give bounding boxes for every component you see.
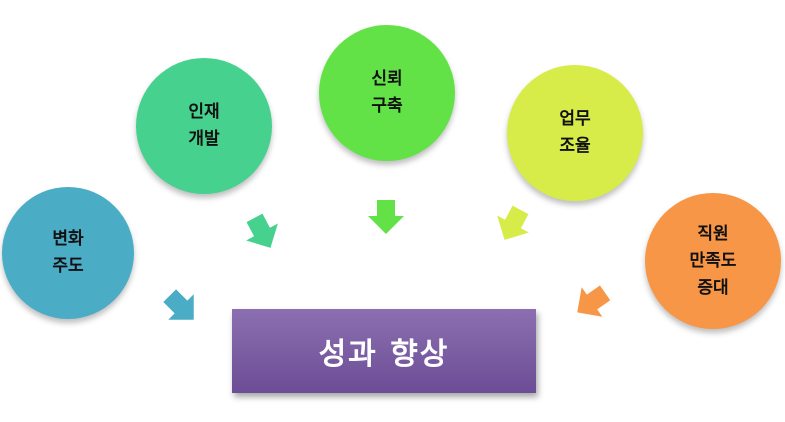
driver-circle-talent-development: 인재 개발 — [136, 58, 272, 194]
driver-label-line: 만족도 — [689, 250, 737, 271]
arrow-icon-2 — [238, 209, 287, 257]
driver-circle-employee-satisfaction: 직원 만족도 증대 — [645, 193, 781, 329]
driver-label-line: 조율 — [559, 136, 591, 156]
driver-label-line: 업무 — [559, 109, 591, 129]
driver-circle-change-leadership: 변화 주도 — [2, 187, 134, 319]
driver-circle-trust-building: 신뢰 구축 — [319, 25, 455, 161]
driver-label-line: 변화 — [52, 229, 84, 249]
driver-label-line: 개발 — [188, 129, 220, 149]
driver-label-line: 구축 — [371, 96, 403, 116]
driver-label-line: 신뢰 — [371, 69, 403, 89]
arrow-icon-1 — [156, 282, 207, 333]
result-box: 성과 향상 — [232, 309, 536, 393]
driver-label-line: 직원 — [697, 223, 729, 244]
arrow-icon-5 — [566, 278, 616, 328]
driver-circle-work-coordination: 업무 조율 — [507, 65, 643, 201]
driver-label-line: 증대 — [697, 277, 729, 298]
result-label: 성과 향상 — [318, 337, 450, 372]
driver-label-line: 인재 — [188, 102, 220, 122]
arrow-icon-3 — [368, 200, 404, 234]
driver-label-line: 주도 — [52, 256, 84, 276]
arrow-icon-4 — [488, 201, 537, 249]
